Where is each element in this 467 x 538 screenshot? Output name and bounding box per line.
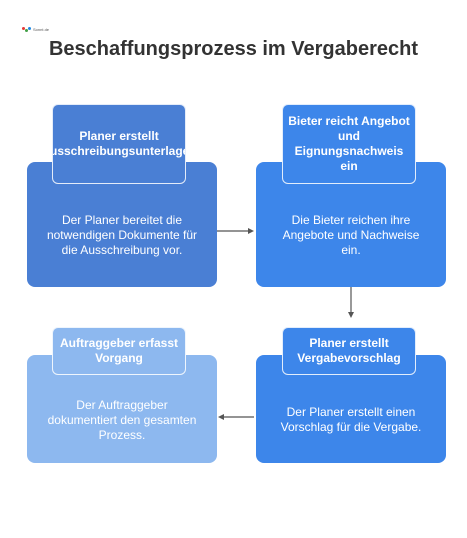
arrow-head-step2-to-step3 <box>348 312 354 318</box>
step3-heading: Planer erstellt Vergabevorschlag <box>282 327 416 375</box>
logo: Sonnt.de <box>22 27 49 33</box>
arrow-head-step3-to-step4 <box>218 414 224 420</box>
diagram-title: Beschaffungsprozess im Vergaberecht <box>48 38 418 60</box>
arrow-head-step1-to-step2 <box>248 228 254 234</box>
step2-heading: Bieter reicht Angebot und Eignungsnachwe… <box>282 104 416 184</box>
logo-mark <box>22 27 31 33</box>
logo-text: Sonnt.de <box>33 27 50 32</box>
step4-heading: Auftraggeber erfasst Vorgang <box>52 327 186 375</box>
step1-heading: Planer erstellt Ausschreibungsunterlagen <box>52 104 186 184</box>
